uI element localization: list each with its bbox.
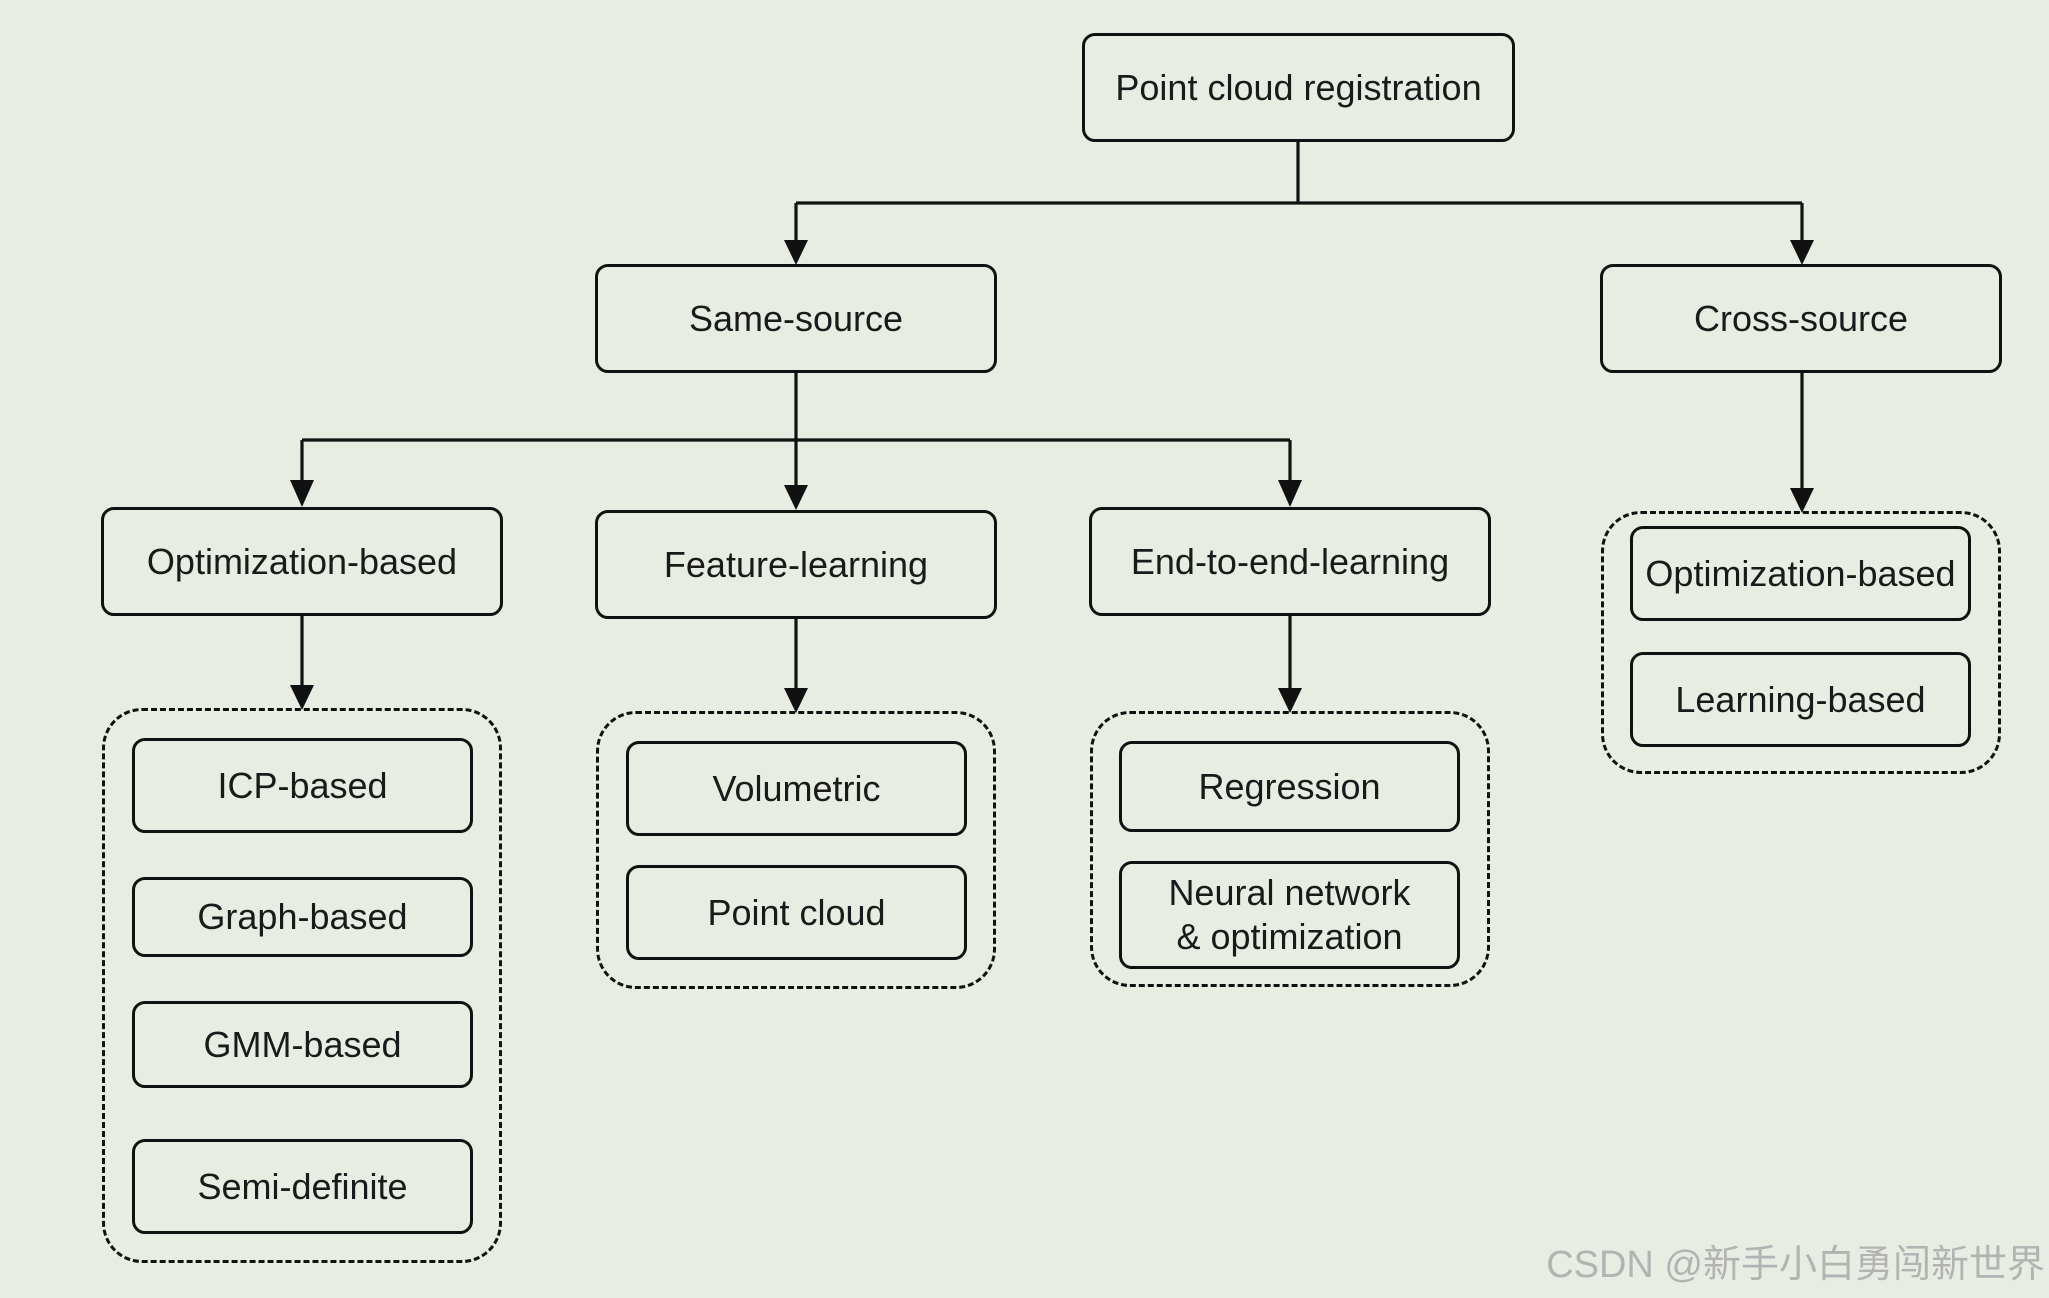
connector-root-branches bbox=[794, 141, 1804, 243]
end-to-end-learning-node: End-to-end-learning bbox=[1089, 507, 1491, 616]
volumetric-node: Volumetric bbox=[626, 741, 967, 836]
gmm-based-node: GMM-based bbox=[132, 1001, 473, 1088]
regression-node: Regression bbox=[1119, 741, 1460, 832]
neural-network-optimization-node: Neural network & optimization bbox=[1119, 861, 1460, 969]
optimization-methods-group bbox=[102, 708, 502, 1263]
cross-source-node: Cross-source bbox=[1600, 264, 2002, 373]
arrowhead-end-to-end-group bbox=[1278, 688, 1302, 713]
end-to-end-methods-group bbox=[1090, 711, 1490, 987]
arrowhead-optimization-based bbox=[290, 480, 314, 507]
watermark: CSDN @新手小白勇闯新世界 bbox=[1546, 1244, 2045, 1286]
optimization-based-node: Optimization-based bbox=[101, 507, 503, 616]
same-source-node: Same-source bbox=[595, 264, 997, 373]
arrowhead-feature-group bbox=[784, 688, 808, 713]
semi-definite-node: Semi-definite bbox=[132, 1139, 473, 1234]
point-cloud-node: Point cloud bbox=[626, 865, 967, 960]
arrowhead-feature-learning bbox=[784, 485, 808, 510]
graph-based-node: Graph-based bbox=[132, 877, 473, 957]
connector-same-source-branches bbox=[300, 373, 1292, 489]
arrowhead-end-to-end-learning bbox=[1278, 480, 1302, 507]
cross-source-methods-group bbox=[1601, 511, 2001, 774]
root-node: Point cloud registration bbox=[1082, 33, 1515, 142]
arrowhead-cross-source bbox=[1790, 240, 1814, 265]
icp-based-node: ICP-based bbox=[132, 738, 473, 833]
feature-learning-node: Feature-learning bbox=[595, 510, 997, 619]
cross-learning-based-node: Learning-based bbox=[1630, 652, 1971, 747]
arrowhead-cross-source-group bbox=[1790, 488, 1814, 513]
feature-learning-methods-group bbox=[596, 711, 996, 989]
arrowhead-same-source bbox=[784, 240, 808, 265]
cross-optimization-based-node: Optimization-based bbox=[1630, 526, 1971, 621]
arrowhead-optimization-group bbox=[290, 685, 314, 710]
